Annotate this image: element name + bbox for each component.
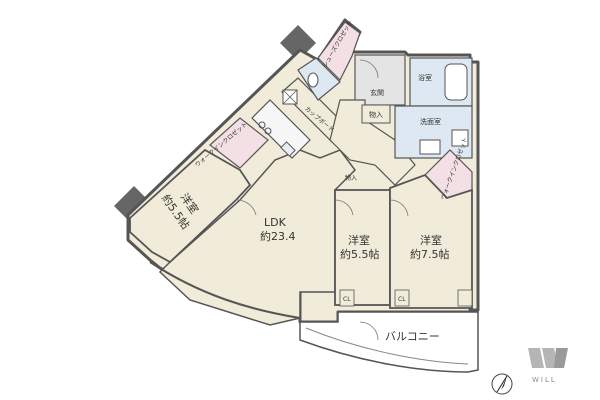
balcony-rail bbox=[305, 327, 469, 365]
entrance-area bbox=[354, 54, 406, 106]
logo-mark-3-icon bbox=[554, 348, 568, 368]
western-mid-size: 約5.5帖 bbox=[340, 247, 380, 261]
western-mid-name: 洋室 bbox=[348, 233, 370, 247]
entrance-label: 玄関 bbox=[370, 88, 384, 97]
door-swings bbox=[235, 59, 409, 341]
kitchen-sink bbox=[280, 141, 296, 157]
ldk-size: 約23.4 bbox=[260, 229, 296, 243]
shoe-storage-label: 物入 bbox=[369, 110, 383, 119]
column-left bbox=[114, 186, 152, 224]
cl-label-mid: CL bbox=[343, 296, 351, 303]
balcony-label: バルコニー bbox=[385, 330, 440, 343]
stove-burner-1 bbox=[258, 121, 266, 129]
walk-in-closet-left bbox=[209, 117, 269, 169]
column-top-left bbox=[280, 25, 316, 61]
closet-right-2 bbox=[457, 289, 473, 307]
compass bbox=[491, 373, 513, 395]
curved-wall bbox=[149, 261, 301, 319]
shoe-closet bbox=[317, 21, 361, 82]
toilet-room bbox=[297, 57, 341, 101]
shoe-storage bbox=[361, 104, 391, 124]
balcony bbox=[299, 311, 479, 373]
western-room-mid bbox=[334, 189, 391, 306]
western-right-name: 洋室 bbox=[420, 233, 442, 247]
small-storage-label: 物入 bbox=[345, 174, 357, 182]
bath-label: 浴室 bbox=[418, 73, 432, 82]
ldk-name: LDK bbox=[264, 216, 287, 229]
cl-label-right: CL bbox=[398, 296, 406, 303]
western-room-right bbox=[389, 173, 473, 309]
logo-mark-2-icon bbox=[542, 348, 558, 368]
toilet-icon bbox=[307, 72, 319, 88]
compass-arrow-icon bbox=[501, 376, 507, 390]
bathtub-icon bbox=[444, 63, 468, 101]
kitchen-counter bbox=[251, 99, 311, 159]
will-logo: WILL bbox=[528, 348, 568, 384]
logo-mark-1-icon bbox=[528, 348, 544, 368]
stove-burner-2 bbox=[264, 127, 272, 135]
refrigerator-mark bbox=[282, 89, 298, 105]
washer-icon bbox=[451, 129, 469, 147]
washroom-label: 洗面室 bbox=[420, 117, 441, 126]
western-right-size: 約7.5帖 bbox=[410, 247, 450, 261]
washbasin-icon bbox=[419, 139, 441, 155]
closet-right bbox=[394, 289, 410, 307]
logo-text: WILL bbox=[532, 376, 557, 384]
closet-mid bbox=[339, 289, 355, 307]
